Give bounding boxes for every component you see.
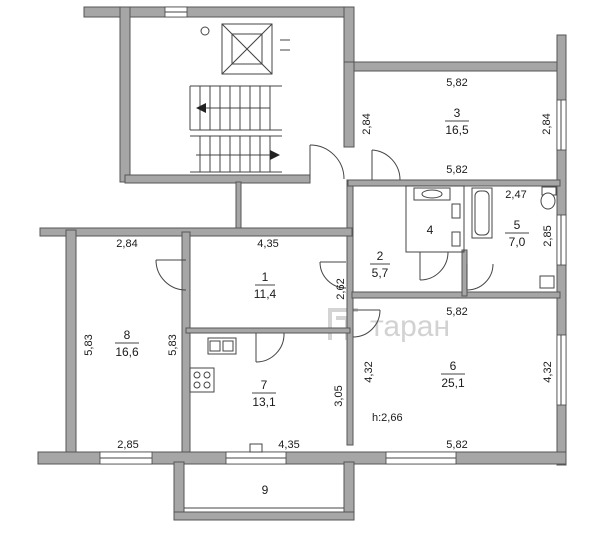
dim-room6-top: 5,82 [446,306,467,318]
dim-room3-bottom: 5,82 [446,164,467,176]
dim-room2-left: 2,62 [335,278,347,299]
dim-room3-top: 5,82 [446,77,467,89]
room-7-number: 7 [261,378,268,392]
room-7-label: 7 13,1 [252,378,276,409]
wall-room1-bottom [185,327,351,334]
stair-arrow-left-icon [196,103,206,113]
door-room8 [155,259,187,291]
dim-room8-top: 2,84 [116,238,137,250]
watermark: таран [328,308,450,343]
sink-icon [413,187,451,201]
room-7-area: 13,1 [252,395,276,409]
wall-room8-right [181,231,191,459]
door-room1 [319,261,347,289]
kitchen-sink-icon [207,337,237,355]
wall-stair-bottom [124,174,311,184]
toilet-room4-icon [451,203,461,219]
wall-room5-inner [461,249,468,297]
dim-room5-right: 2,85 [542,225,554,246]
dim-room8-bottom: 2,85 [117,439,138,451]
room-1-label: 1 11,4 [254,270,277,301]
door-hall-room3 [371,149,401,181]
door-entrance [309,144,345,180]
room-3-label: 3 16,5 [445,106,469,137]
room-5-number: 5 [514,218,521,232]
dimension-labels: 5,82 2,84 2,84 5,82 2,47 2,85 4,35 2,62 … [83,77,554,451]
watermark-text: таран [370,310,450,343]
room-6-label: 6 25,1 [441,359,465,390]
room-6-number: 6 [450,359,457,373]
room-1-area: 11,4 [254,287,277,301]
door-room6 [352,309,381,338]
room-2-number: 2 [377,249,384,263]
room-4-number: 4 [427,223,434,237]
dim-room3-left: 2,84 [361,113,373,134]
stair-post-icon [200,26,210,36]
room-8-area: 16,6 [115,345,139,359]
dim-room6-bottom: 5,82 [446,439,467,451]
room-5-label: 5 7,0 [505,218,529,249]
room-3-number: 3 [454,106,461,120]
ceiling-height-note: h:2,66 [372,412,403,424]
wall-stair-left [119,6,131,183]
windows [99,6,567,509]
room-8-label: 8 16,6 [115,328,139,359]
washer-icon [451,231,461,247]
wall-left-top [39,227,353,237]
stair-flight-upper [189,85,282,131]
dim-room6-right: 4,32 [542,361,554,382]
bathtub-icon [471,187,493,239]
room-labels: 1 11,4 2 5,7 3 16,5 4 5 7,0 6 25,1 7 1 [115,106,529,497]
wall-central-spine [346,179,354,446]
room-5-area: 7,0 [509,235,526,249]
dim-room1-top: 4,35 [257,238,278,250]
dim-room3-right: 2,84 [541,113,553,134]
stair-arrow-right-icon [270,150,280,160]
room-9-number: 9 [262,483,269,497]
doors [155,144,494,363]
dim-room7-bottom: 4,35 [278,439,299,451]
dim-room6-left: 4,32 [363,361,375,382]
wall-room3-bottom [347,179,561,187]
wall-room3-left [343,61,355,148]
room-8-number: 8 [124,328,131,342]
wall-partition-1 [235,181,242,231]
toilet-room5-icon [540,186,557,210]
dim-room5-top: 2,47 [505,189,526,201]
dim-room8-left: 5,83 [83,334,95,355]
room-6-area: 25,1 [441,376,465,390]
door-room4 [419,251,449,281]
wall-room3-top [351,61,563,72]
door-room5 [466,263,494,291]
wall-room6-top [351,291,561,299]
wall-balcony-right [343,461,355,521]
radiator-icon [249,443,263,453]
room-3-area: 16,5 [445,123,469,137]
stair-flight-lower [190,135,282,173]
wall-room8-left [65,229,77,461]
sink-room5-icon [539,275,555,289]
bathroom-room4-outline [405,185,465,253]
wall-balcony-left [173,461,185,521]
room-2-label: 2 5,7 [370,249,390,280]
dim-room8-right: 5,83 [167,334,179,355]
stairwell [189,23,290,173]
door-room7 [255,332,285,363]
room-2-area: 5,7 [372,266,389,280]
stove-icon [189,367,215,393]
fixtures [189,185,557,453]
wall-balcony-bottom [173,511,355,521]
room-1-number: 1 [262,270,269,284]
dim-room7-left: 3,05 [333,385,345,406]
